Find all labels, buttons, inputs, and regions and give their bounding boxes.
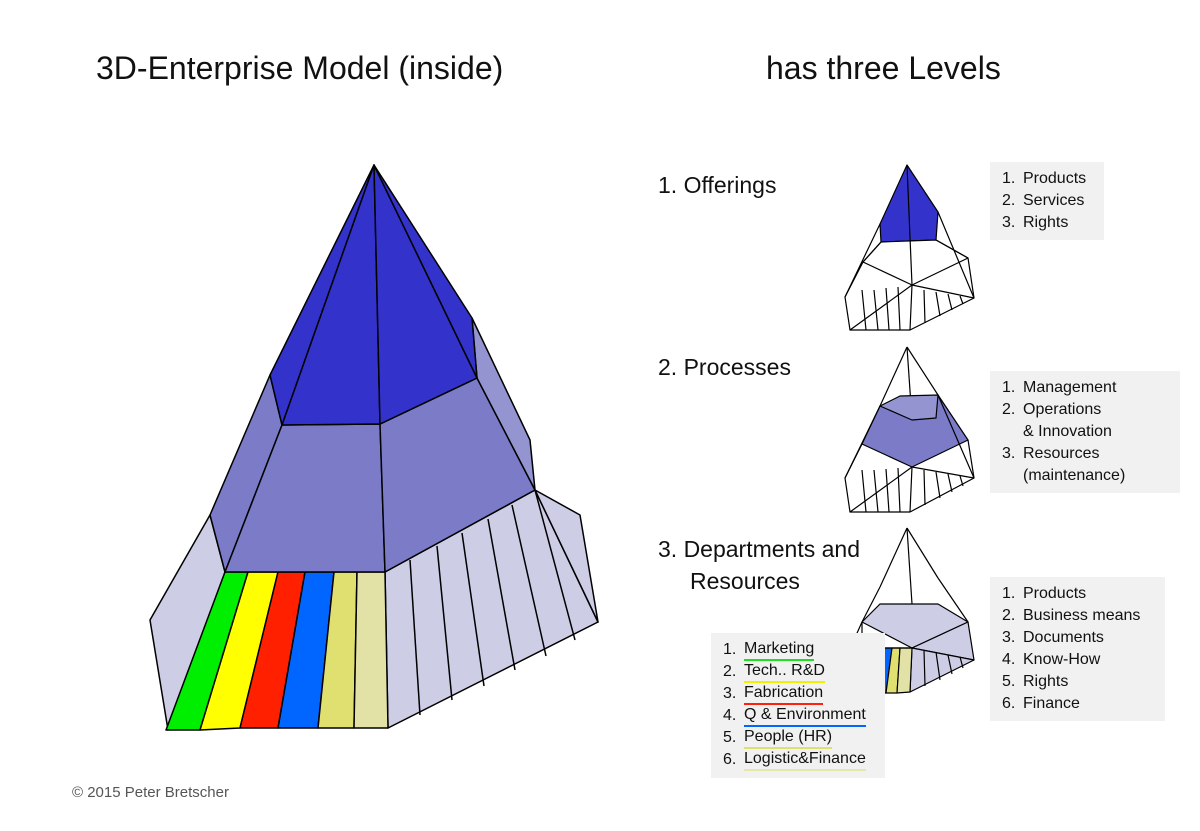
list-item: 2.Tech.. R&D	[723, 661, 875, 683]
processes-list-box: 1.Management 2.Operations & Innovation 3…	[990, 371, 1180, 493]
level-processes-label: 2. Processes	[658, 354, 791, 380]
list-item: 4.Q & Environment	[723, 705, 875, 727]
list-item: 1.Products	[1002, 585, 1087, 602]
list-item: 3.Fabrication	[723, 683, 875, 705]
list-item: & Innovation	[1023, 423, 1112, 440]
list-item: 6.Logistic&Finance	[723, 749, 875, 771]
list-item: 2.Services	[1002, 192, 1085, 209]
main-title: 3D-Enterprise Model (inside)	[96, 50, 504, 86]
list-item: 6.Finance	[1002, 695, 1080, 712]
list-item: 1.Management	[1002, 379, 1117, 396]
list-item: 1.Products	[1002, 170, 1087, 187]
list-item: 2.Business means	[1002, 607, 1141, 624]
list-item: (maintenance)	[1023, 467, 1126, 484]
departments-list-box: 1.Marketing 2.Tech.. R&D 3.Fabrication 4…	[711, 633, 885, 778]
offerings-list-box: 1.Products 2.Services 3.Rights	[990, 162, 1104, 240]
offering-level-right-side	[373, 164, 478, 379]
resource-level-right-side	[534, 489, 599, 623]
level-offerings-label: 1. Offerings	[658, 172, 777, 198]
list-item: 2.Operations	[1002, 401, 1102, 418]
levels-title: has three Levels	[766, 50, 1001, 86]
list-item: 5.Rights	[1002, 673, 1069, 690]
list-item: 5.People (HR)	[723, 727, 875, 749]
resources-list-box: 1.Products 2.Business means 3.Documents …	[990, 577, 1165, 721]
list-item: 3.Resources	[1002, 445, 1100, 462]
list-item: 4.Know-How	[1002, 651, 1101, 668]
list-item: 3.Documents	[1002, 629, 1104, 646]
level-resources-label: Resources	[690, 568, 800, 594]
list-item: 1.Marketing	[723, 639, 875, 661]
level-departments-label: 3. Departments and	[658, 536, 861, 562]
resource-ribs	[409, 489, 576, 716]
copyright-notice: © 2015 Peter Bretscher	[72, 784, 229, 801]
list-item: 3.Rights	[1002, 214, 1069, 231]
